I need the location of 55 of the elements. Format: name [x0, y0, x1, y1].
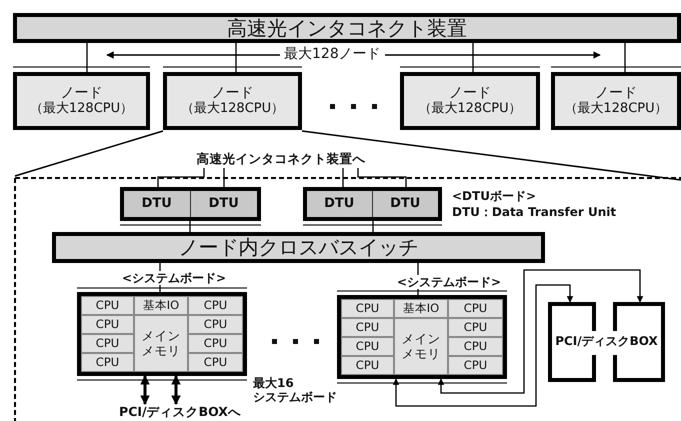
connector-line: [189, 221, 191, 232]
cpu-cell: CPU: [341, 356, 394, 375]
destination-label: 高速光インタコネクト装置へ: [150, 151, 412, 168]
node-box: [163, 72, 302, 130]
node-box: [13, 72, 150, 130]
cpu-cell: CPU: [341, 318, 394, 337]
capacity-label: （最大128CPU）: [30, 102, 134, 117]
disk-box: PCI/ディスクBOX: [548, 302, 665, 382]
cpu-cell: CPU: [448, 318, 503, 337]
dtu-board: [120, 187, 261, 221]
destination-label: PCI/ディスクBOXへ: [100, 404, 260, 420]
node-box: [551, 72, 681, 130]
memory-cell: メインメモリ: [134, 315, 188, 372]
system-board: [77, 292, 247, 376]
cpu-cell: CPU: [81, 334, 134, 353]
connector-line: [235, 43, 237, 72]
node-box: [400, 72, 540, 130]
capacity-label: （最大128CPU）: [180, 102, 284, 117]
cpu-cell: CPU: [81, 296, 134, 315]
arrow: [438, 269, 644, 394]
io-cell: 基本IO: [394, 299, 448, 318]
abbreviation-note: DTU：Data Transfer Unit: [452, 205, 616, 220]
arrow: [140, 375, 150, 405]
connector-line: [624, 43, 626, 72]
board-caption: <DTUボード>: [452, 189, 536, 204]
memory-cell: メインメモリ: [394, 318, 448, 375]
cpu-cell: CPU: [188, 296, 243, 315]
dimension-label: 最大128ノード: [280, 46, 385, 63]
cpu-cell: CPU: [188, 353, 243, 372]
capacity-label: （最大128CPU）: [418, 102, 522, 117]
node-label: ノード: [60, 85, 102, 102]
cpu-cell: CPU: [448, 356, 503, 375]
arrow: [392, 284, 574, 407]
connector-line: [372, 221, 374, 232]
node-label: ノード: [449, 85, 491, 102]
cpu-cell: CPU: [188, 315, 243, 334]
connector-line: [86, 43, 88, 72]
cpu-cell: CPU: [448, 299, 503, 318]
connector-line: [472, 43, 474, 72]
cpu-cell: CPU: [341, 337, 394, 356]
node-label: ノード: [595, 85, 637, 102]
cpu-cell: CPU: [188, 334, 243, 353]
node-label: ノード: [212, 85, 254, 102]
cpu-cell: CPU: [81, 315, 134, 334]
dtu-board: [303, 187, 442, 221]
io-cell: 基本IO: [134, 296, 188, 315]
arrow: [171, 375, 181, 405]
cpu-cell: CPU: [341, 299, 394, 318]
switch-bar: 高速光インタコネクト装置: [13, 13, 681, 43]
switch-bar: ノード内クロスバスイッチ: [52, 232, 545, 263]
cpu-cell: CPU: [448, 337, 503, 356]
cpu-cell: CPU: [81, 353, 134, 372]
board-count-label: 最大16 システムボード: [253, 376, 338, 405]
capacity-label: （最大128CPU）: [564, 102, 668, 117]
system-board: [337, 295, 507, 379]
